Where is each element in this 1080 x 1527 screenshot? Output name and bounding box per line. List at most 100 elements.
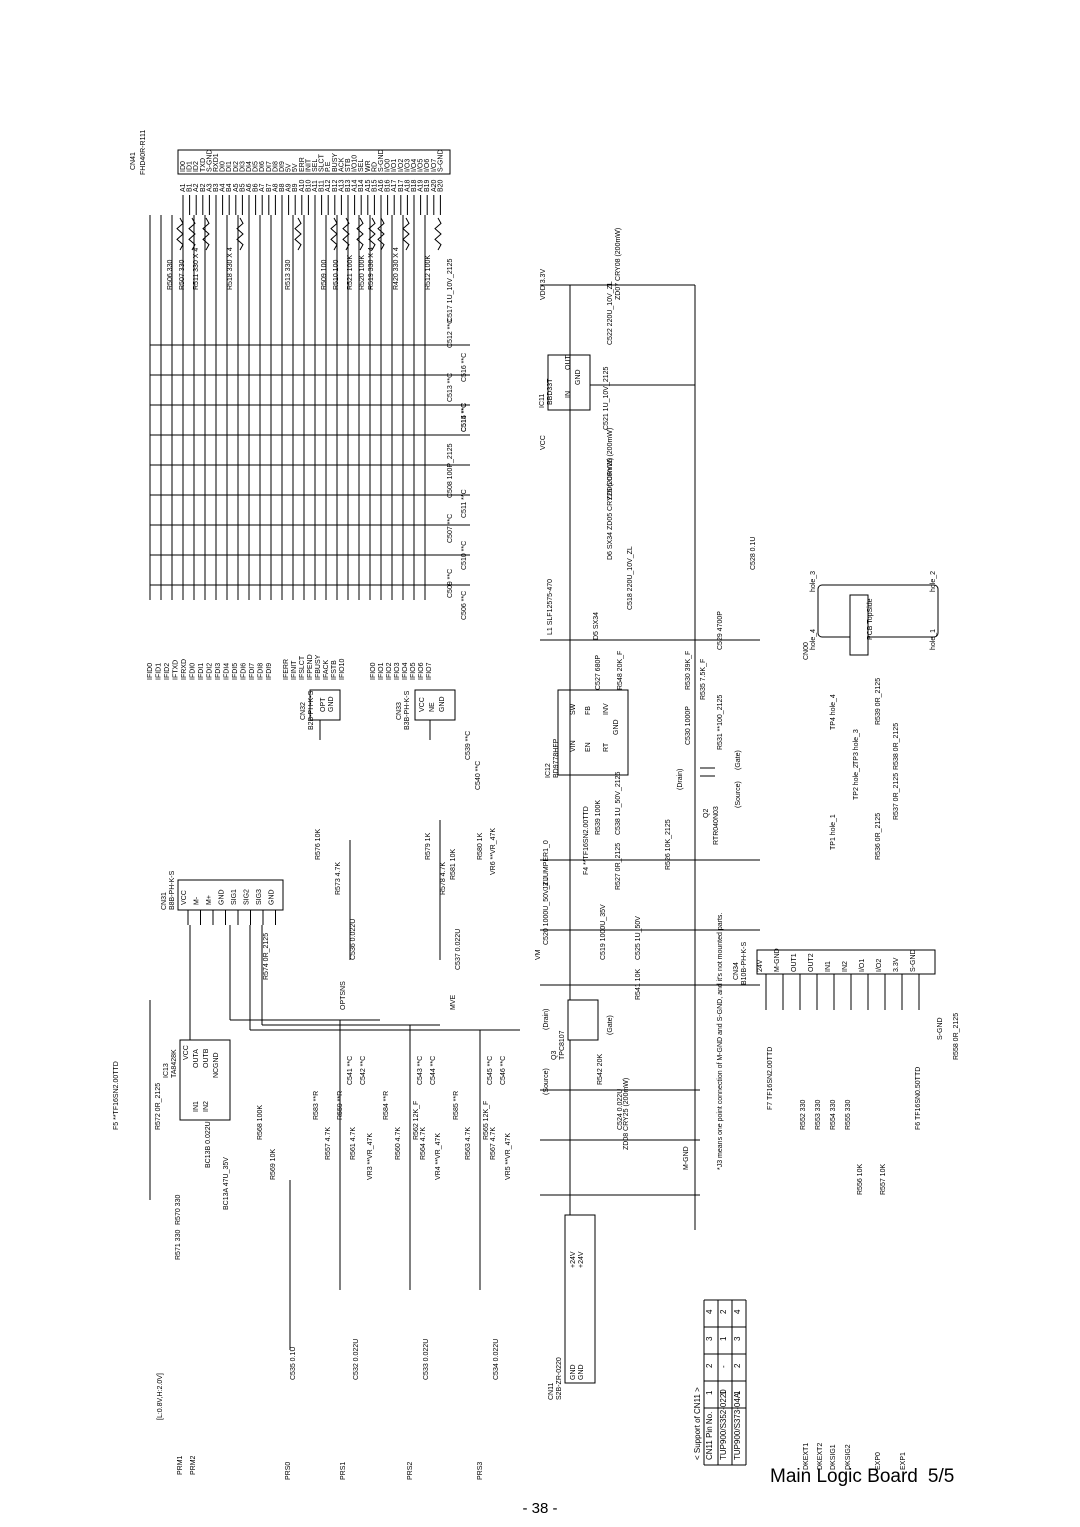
- cn34-pin: S-GND: [910, 949, 917, 972]
- power-label: ZD08 CRY25 (200mW): [623, 1078, 630, 1150]
- cn41-pin: A1: [180, 183, 187, 192]
- cn00-inner: [849, 594, 869, 656]
- cn32-part: B2B-PH-K-S: [308, 690, 315, 730]
- sensor-label: R557 4.7K: [325, 1127, 332, 1160]
- jumper-note: *J3 means one point connection of M-GND …: [717, 913, 724, 1170]
- cn41-pin: A6: [246, 183, 253, 192]
- cn41-signal: S-GND: [378, 149, 385, 172]
- cn41-signal: ERR: [299, 157, 306, 172]
- footer-board-name: Main Logic Board: [770, 1466, 918, 1487]
- cn11-pin-4: GND: [578, 1364, 585, 1380]
- support-table-header: CN11 Pin No.: [705, 1412, 714, 1460]
- ic13-pin: VCC: [183, 1045, 190, 1060]
- if-control-label: IFERR: [283, 659, 290, 680]
- ic12-ref: IC12: [545, 763, 552, 778]
- bottom-signal-label: PRS3: [477, 1462, 484, 1480]
- expansion-label: R554 330: [830, 1100, 837, 1130]
- power-rail-label: VCC: [540, 435, 547, 450]
- cn11-support-table: < Support of CN11 > CN11 Pin No.1234TUP9…: [693, 1299, 747, 1466]
- power-label: R539 100K: [595, 800, 602, 835]
- if-signal-label: IFID1: [156, 663, 163, 680]
- expansion-label: R537 0R_2125: [893, 773, 900, 820]
- sensor-label: C545 **C: [487, 1056, 494, 1085]
- bottom-signal-label: DKEXT1: [803, 1443, 810, 1470]
- if-signal-label: IFDI1: [198, 663, 205, 680]
- if-signal-label: IFDI7: [249, 663, 256, 680]
- support-table-cell: 2: [719, 1309, 728, 1314]
- if-control-label: IFSTB: [331, 660, 338, 680]
- capacitor-label: C507 **C: [447, 514, 454, 543]
- expansion-label: F7 TF16SN2.00TTD: [767, 1047, 774, 1110]
- power-rail-label: VDD 3.3V: [540, 269, 547, 300]
- q2-drain: (Drain): [677, 769, 684, 790]
- if-signal-label: IFDI0: [190, 663, 197, 680]
- support-table-cell: TUP900/S373-04A: [733, 1392, 742, 1460]
- cn32-pin-opt: OPT: [320, 697, 327, 712]
- resistor-symbol: [330, 217, 338, 251]
- power-label: F4 **TF16SN2.00TTD: [583, 806, 590, 875]
- cn34-ref: CN34: [733, 962, 740, 980]
- bottom-signal-label: MVE: [450, 995, 457, 1011]
- cn41-signal: 5V: [286, 163, 293, 172]
- bottom-signal-label: EXP1: [900, 1452, 907, 1470]
- if-signal-label: IFDI8: [258, 663, 265, 680]
- cn41-signal: DI0: [220, 161, 227, 172]
- power-label: ZD06 CRY25 (200mW): [607, 428, 614, 500]
- power-label: C522 220U_10V_ZL: [607, 281, 614, 345]
- if-data-label: IFIO2: [386, 662, 393, 680]
- if-signal-label: IFDI2: [207, 663, 214, 680]
- cn41-pin: B8: [279, 183, 286, 192]
- q3-mosfet: Q3 TPC8107 (Drain) (Gate) (Source): [543, 999, 614, 1095]
- capacitor-label: C513 **C: [447, 373, 454, 402]
- cn31-part: B8B-PH-K-S: [169, 870, 176, 910]
- expansion-label: R552 330: [800, 1100, 807, 1130]
- interface-bus-lines: [149, 215, 470, 600]
- power-label: L1 SLF12575-470: [547, 579, 554, 635]
- ic11-pin-gnd: GND: [575, 369, 582, 385]
- sensor-label: C532 0.022U: [353, 1339, 360, 1380]
- cn41-pin: A19: [418, 179, 425, 192]
- footer-page-index: 5/5: [927, 1466, 955, 1487]
- power-label: ZD05 CRY25 (200mW): [607, 458, 614, 530]
- resistor-symbol: [377, 217, 385, 251]
- bottom-signal-label: DKSIG2: [845, 1444, 852, 1470]
- resistor-label: R420 330 X 4: [393, 247, 400, 290]
- cn34-pin: 24V: [757, 959, 764, 972]
- resistor-label: R518 330 X 4: [227, 247, 234, 290]
- cn31-body: [177, 879, 284, 911]
- power-label: R535 7.5K_F: [700, 659, 707, 700]
- cn41-pin: A3: [206, 183, 213, 192]
- bottom-signal-label: OPTSNS: [340, 981, 347, 1010]
- resistor-symbol: [188, 217, 196, 251]
- expansion-label: R558 0R_2125: [953, 1013, 960, 1060]
- cn41-signal: RXD1: [213, 153, 220, 172]
- cn34-body: [756, 949, 936, 975]
- if-signal-label: IFTXD: [173, 660, 180, 680]
- sensor-label: VR3 **VR_47K: [367, 1133, 374, 1180]
- cn41-signal: I/O1: [391, 159, 398, 172]
- resistor-symbol: [342, 217, 350, 251]
- cn41-pin: A9: [286, 183, 293, 192]
- ic11-pin-out: OUT: [565, 355, 572, 371]
- cn32-body: [309, 689, 341, 721]
- expansion-label: [L:0.8V,H:2.0V]: [157, 1373, 164, 1420]
- sensor-label: R559 **R: [337, 1091, 344, 1120]
- sensor-label: C534 0.022U: [493, 1339, 500, 1380]
- cn41-part: FHD40R-R111: [140, 130, 147, 175]
- cn41-pin: B12: [332, 179, 339, 192]
- q3-drain: (Drain): [543, 1009, 550, 1030]
- cn41-signal: I/O6: [424, 159, 431, 172]
- power-label: C528 0.1U: [750, 537, 757, 570]
- motor-label: R576 10K: [315, 829, 322, 860]
- resistor-symbol: [202, 217, 210, 251]
- motor-label: R569 10K: [270, 1149, 277, 1180]
- power-label: R526 10K_2125: [665, 819, 672, 870]
- cn41-signal: I/O5: [418, 159, 425, 172]
- power-section: IC11 BBD33T IN OUT GND IC12 BD9778HFP VI…: [539, 228, 760, 1230]
- cn34-pin: IN2: [842, 961, 849, 972]
- sensor-label: R584 **R: [383, 1091, 390, 1120]
- page-footer-title: Main Logic Board 5/5: [770, 1466, 954, 1488]
